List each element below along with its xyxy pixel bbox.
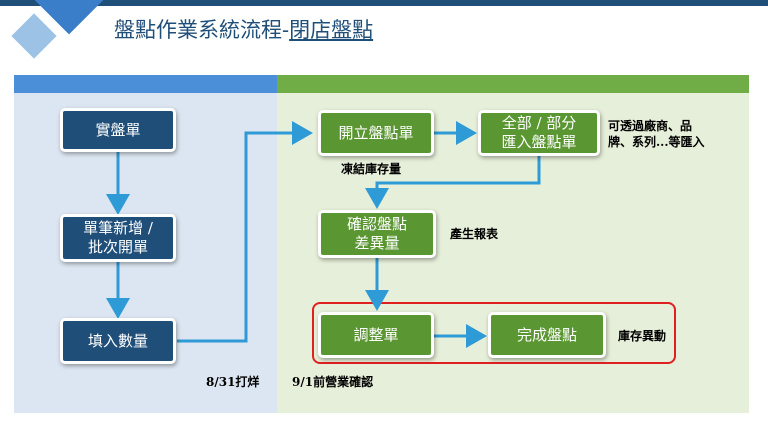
step-adjust-sheet: 調整單 — [318, 312, 434, 358]
note-confirm-before: 9/1前營業確認 — [292, 375, 374, 389]
title-main: 盤點作業系統流程- — [114, 18, 290, 42]
step-add-batch-open: 單筆新增 / 批次開單 — [60, 214, 176, 262]
left-panel-header-bar — [14, 75, 277, 93]
note-freeze-stock: 凍結庫存量 — [341, 162, 402, 176]
arrow-import-to-confirm — [365, 155, 541, 209]
note-close-date: 8/31打烊 — [206, 375, 260, 389]
step-import-count: 全部 / 部分 匯入盤點單 — [478, 110, 600, 156]
step-confirm-variance: 確認盤點 差異量 — [318, 210, 436, 258]
title-sub: 閉店盤點 — [289, 18, 374, 42]
arrow-enter-to-open — [177, 121, 313, 343]
step-complete-count: 完成盤點 — [488, 312, 606, 358]
page-title: 盤點作業系統流程-閉店盤點 — [114, 14, 373, 48]
note-generate-report: 產生報表 — [450, 227, 499, 241]
note-stock-change: 庫存異動 — [618, 329, 667, 343]
step-open-count-sheet: 開立盤點單 — [318, 110, 434, 156]
logo-diamonds — [11, 0, 105, 59]
step-actual-count-sheet: 實盤單 — [60, 108, 176, 152]
highlight-frame — [312, 302, 676, 364]
note-import-by: 可透過廠商、品 牌、系列...等匯入 — [608, 119, 705, 149]
top-bar — [0, 0, 768, 6]
step-enter-quantity: 填入數量 — [60, 318, 176, 364]
right-panel-header-bar — [277, 75, 749, 93]
